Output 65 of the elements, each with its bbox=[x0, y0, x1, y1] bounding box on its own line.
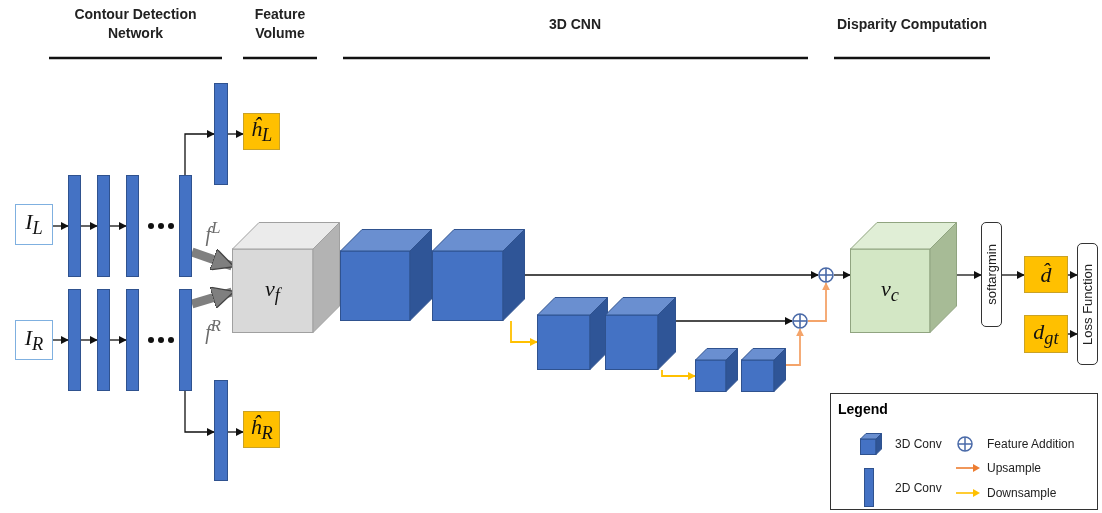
operation-box bbox=[1077, 243, 1098, 365]
conv-cube bbox=[340, 229, 432, 321]
arrow bbox=[80, 222, 98, 230]
volume-cube bbox=[850, 222, 957, 333]
arrow bbox=[227, 130, 244, 138]
arrow bbox=[524, 271, 819, 279]
conv-bar bbox=[214, 83, 228, 185]
legend-text: 3D Conv bbox=[895, 436, 942, 452]
arrow bbox=[807, 282, 830, 322]
output-box: ĥ$_{L}$ bbox=[243, 113, 280, 150]
box-label: softargmin bbox=[984, 244, 999, 305]
conv-bar bbox=[97, 175, 110, 277]
operation-box bbox=[981, 222, 1002, 327]
legend-title: Legend bbox=[838, 400, 889, 419]
input-box: I$_{R}$ bbox=[15, 320, 53, 360]
conv-cube bbox=[741, 348, 786, 392]
section-heading: 3D CNN bbox=[547, 14, 603, 34]
conv-bar bbox=[68, 175, 81, 277]
arrow bbox=[833, 271, 851, 279]
arrow bbox=[956, 271, 982, 279]
arrow bbox=[510, 320, 538, 346]
box-label: Loss Function bbox=[1080, 263, 1095, 345]
conv-cube bbox=[432, 229, 525, 321]
arrow bbox=[785, 328, 804, 366]
legend-text: Feature Addition bbox=[987, 436, 1075, 452]
conv-bar bbox=[214, 380, 228, 481]
output-box: d$_{gt}$ bbox=[1024, 315, 1068, 353]
arrow bbox=[80, 336, 98, 344]
addition-circle bbox=[818, 267, 834, 283]
arrow bbox=[227, 428, 244, 436]
conv-cube bbox=[605, 297, 676, 370]
arrow bbox=[1067, 271, 1078, 279]
conv-bar bbox=[126, 289, 139, 391]
arrow bbox=[1001, 271, 1025, 279]
legend-text: 2D Conv bbox=[895, 480, 942, 496]
feature-label: f$^{R}$ bbox=[204, 316, 222, 344]
arrow bbox=[109, 222, 127, 230]
output-box: d̂ bbox=[1024, 256, 1068, 293]
section-heading: Feature Volume bbox=[253, 5, 307, 43]
conv-cube bbox=[695, 348, 738, 392]
arrow bbox=[661, 369, 696, 380]
cube-label: v$_{c}$ bbox=[880, 277, 900, 305]
cube-label: v$_{f}$ bbox=[264, 277, 283, 305]
legend-text: Upsample bbox=[987, 460, 1042, 476]
arrow bbox=[184, 390, 215, 436]
conv-bar bbox=[97, 289, 110, 391]
input-box: I$_{L}$ bbox=[15, 204, 53, 245]
section-heading: Disparity Computation bbox=[835, 14, 989, 34]
conv-bar bbox=[68, 289, 81, 391]
volume-cube bbox=[232, 222, 340, 333]
arrow bbox=[52, 336, 69, 344]
conv-bar bbox=[126, 175, 139, 277]
conv-bar bbox=[179, 289, 192, 391]
arrow bbox=[675, 317, 793, 325]
arrow bbox=[1067, 330, 1078, 338]
arrow bbox=[184, 130, 215, 176]
feature-label: f$^{L}$ bbox=[204, 218, 222, 246]
section-heading: Contour Detection Network bbox=[73, 5, 198, 43]
conv-bar bbox=[179, 175, 192, 277]
arrow bbox=[52, 222, 69, 230]
output-box: ĥ$_{R}$ bbox=[243, 411, 280, 448]
conv-cube bbox=[537, 297, 608, 370]
addition-circle bbox=[792, 313, 808, 329]
arrow bbox=[109, 336, 127, 344]
legend-text: Downsample bbox=[987, 485, 1057, 501]
